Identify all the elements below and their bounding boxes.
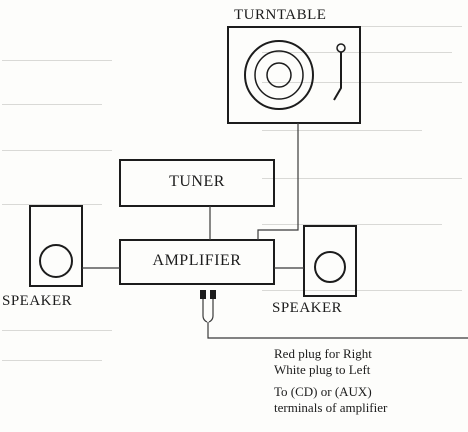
turntable-box: [227, 26, 361, 124]
connection-notes: Red plug for Right White plug to Left To…: [274, 346, 387, 416]
amplifier-box: [119, 239, 275, 285]
tuner-box: [119, 159, 275, 207]
speaker-right-label-text: SPEAKER: [272, 300, 343, 316]
wire-turntable-amplifier: [257, 123, 299, 240]
speaker-right-box: [303, 225, 357, 297]
speaker-left-label-text: SPEAKER: [2, 293, 73, 309]
plug-cable-red: [202, 298, 208, 323]
speaker-left-cone: [39, 244, 73, 278]
speaker-left-box: [29, 205, 83, 287]
amplifier-label-text: AMPLIFIER: [152, 252, 242, 269]
turntable-label-text: TURNTABLE: [234, 7, 327, 23]
plug-red: [200, 290, 206, 299]
note-cd-aux: To (CD) or (AUX): [274, 384, 372, 399]
plug-white: [210, 290, 216, 299]
turntable-platter-groove: [254, 50, 304, 100]
note-white-plug: White plug to Left: [274, 362, 371, 377]
note-amplifier-terminals: terminals of amplifier: [274, 400, 388, 415]
tuner-label-text: TUNER: [169, 173, 225, 190]
plug-cable-white: [208, 298, 214, 323]
tonearm-pivot: [336, 43, 346, 53]
cable-to-cd-aux: [207, 322, 468, 339]
turntable-platter: [244, 40, 314, 110]
turntable-label: [266, 62, 292, 88]
tonearm: [333, 52, 342, 101]
note-red-plug: Red plug for Right: [274, 346, 372, 361]
speaker-right-cone: [314, 251, 346, 283]
